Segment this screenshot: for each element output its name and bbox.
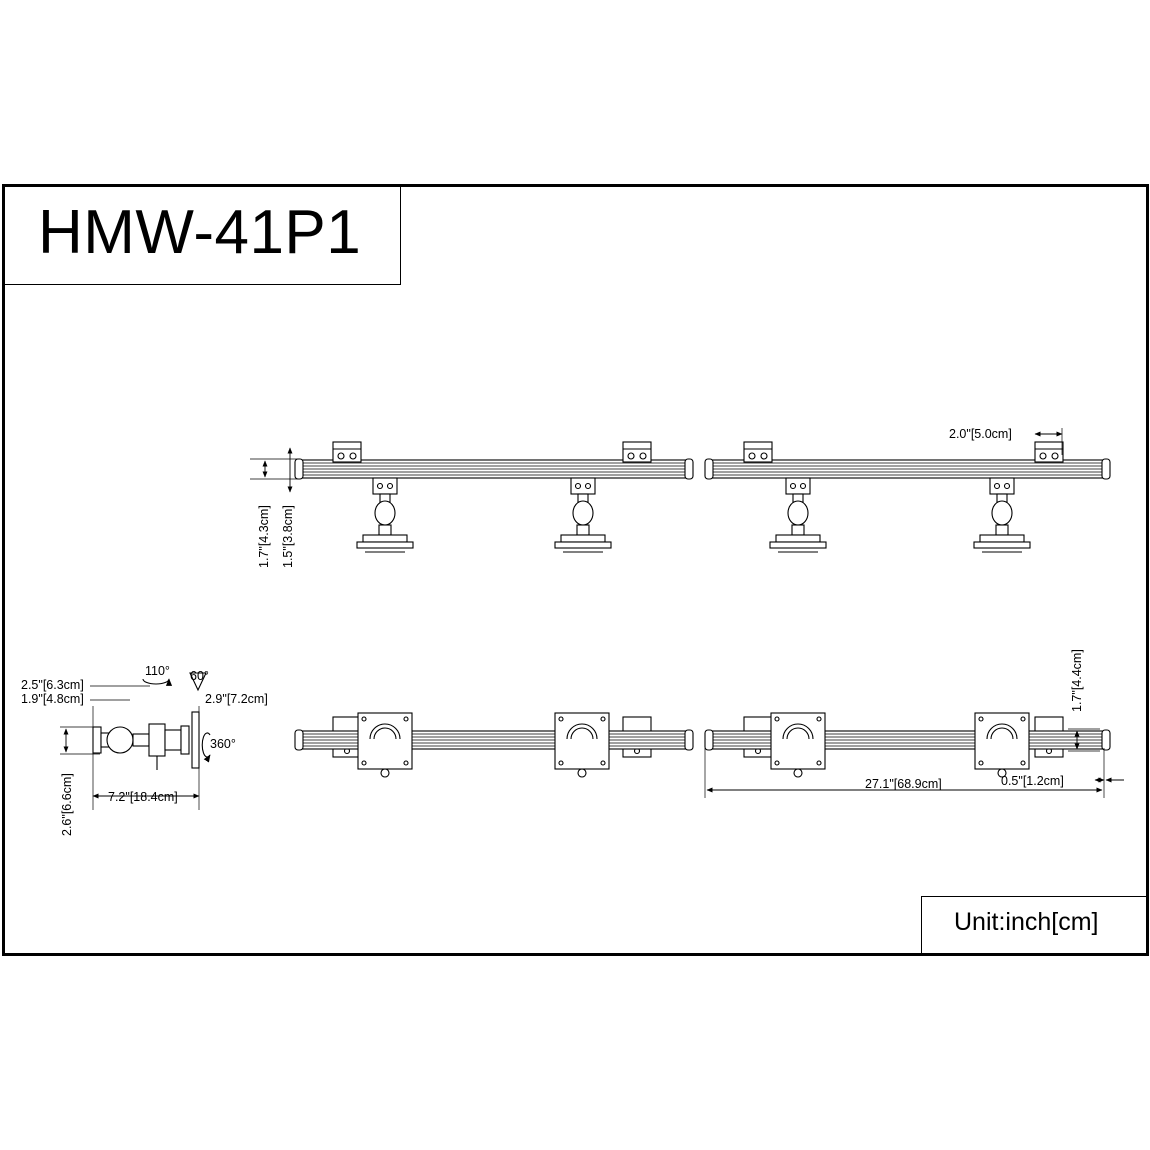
model-title: HMW-41P1 bbox=[38, 198, 362, 267]
dim-end-cap: 0.5"[1.2cm] bbox=[1001, 774, 1064, 788]
vesa-plate bbox=[554, 712, 610, 778]
dim-arm-depth-1: 2.5"[6.3cm] bbox=[21, 678, 84, 692]
top-clamp bbox=[332, 441, 362, 463]
arm-assembly-front bbox=[769, 477, 827, 553]
arm-assembly-front bbox=[554, 477, 612, 553]
arm-assembly-front bbox=[973, 477, 1031, 553]
dim-side-height-1: 1.7"[4.3cm] bbox=[257, 505, 271, 568]
vesa-plate bbox=[974, 712, 1030, 778]
vesa-plate bbox=[770, 712, 826, 778]
top-clamp bbox=[743, 441, 773, 463]
top-clamp bbox=[1034, 441, 1064, 463]
unit-label: Unit:inch[cm] bbox=[954, 908, 1099, 936]
dim-clamp-offset: 2.0"[5.0cm] bbox=[949, 427, 1012, 441]
dim-mount-height: 2.6"[6.6cm] bbox=[60, 773, 74, 836]
dim-total-length: 27.1"[68.9cm] bbox=[865, 777, 942, 791]
dim-arm-length: 7.2"[18.4cm] bbox=[108, 790, 178, 804]
arm-assembly-front bbox=[356, 477, 414, 553]
rail-upper-right bbox=[704, 458, 1111, 480]
rail-lower-right bbox=[704, 729, 1111, 751]
vesa-plate bbox=[357, 712, 413, 778]
top-clamp bbox=[622, 441, 652, 463]
dim-swivel-angle: 60° bbox=[190, 669, 209, 683]
dim-plate-offset: 2.9"[7.2cm] bbox=[205, 692, 268, 706]
rail-lower-left bbox=[294, 729, 694, 751]
unit-block bbox=[921, 896, 1146, 953]
dim-arm-depth-2: 1.9"[4.8cm] bbox=[21, 692, 84, 706]
arm-side-view bbox=[92, 672, 211, 770]
dim-tilt-angle: 110° bbox=[145, 664, 170, 678]
dim-rail-height: 1.7"[4.4cm] bbox=[1070, 649, 1084, 712]
title-block bbox=[2, 184, 401, 285]
rail-upper-left bbox=[294, 458, 694, 480]
dim-side-height-2: 1.5"[3.8cm] bbox=[281, 505, 295, 568]
dim-rotation: 360° bbox=[210, 737, 236, 751]
drawing-frame bbox=[2, 184, 1149, 956]
